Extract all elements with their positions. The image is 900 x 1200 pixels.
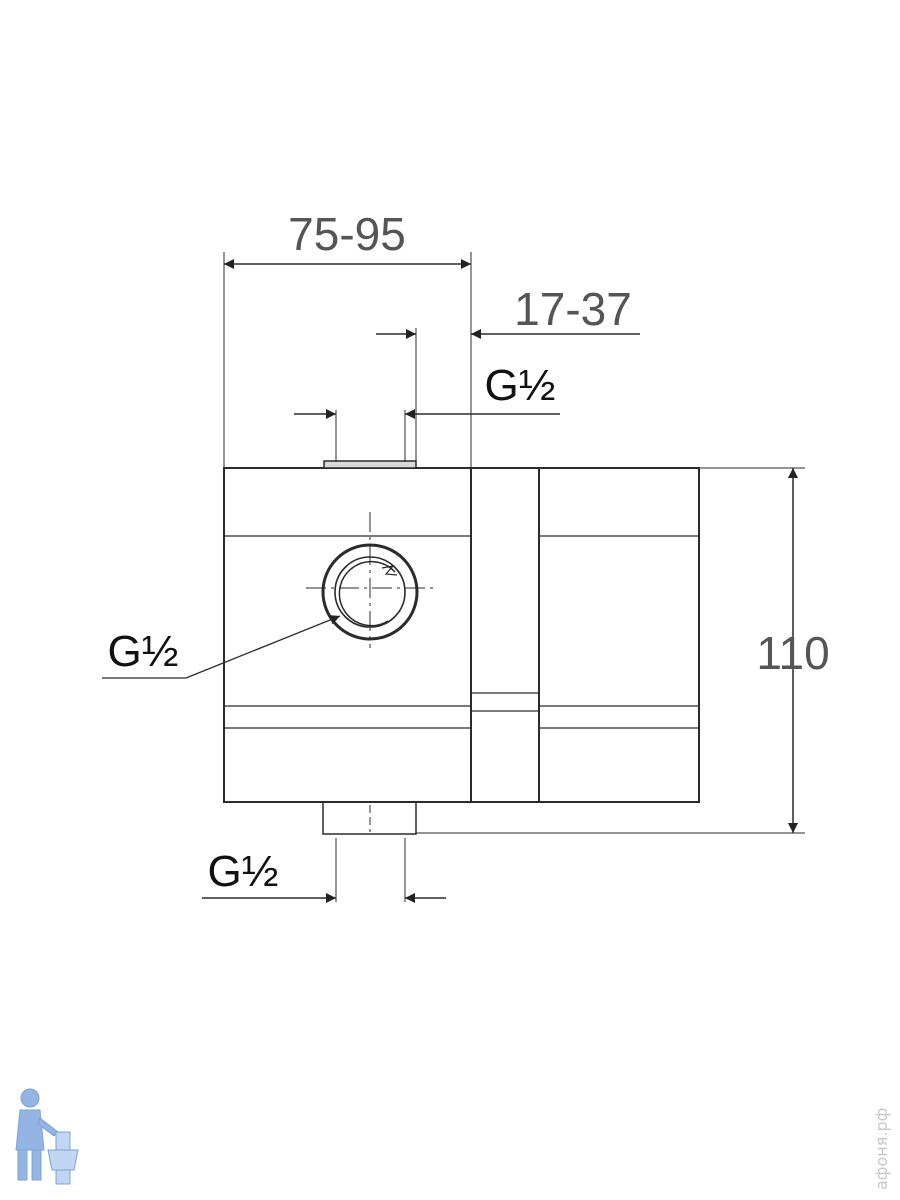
port-thread-arc <box>338 560 396 627</box>
port-outer-ring <box>321 543 419 641</box>
body-bands <box>224 535 699 729</box>
top-connection <box>323 460 417 469</box>
valve-body <box>223 467 700 803</box>
top-stub <box>323 460 417 469</box>
dimension-offset <box>376 328 640 462</box>
side-thread-label: G½ <box>108 627 179 676</box>
bottom-stub <box>322 801 417 835</box>
top-thread-label: G½ <box>485 361 556 410</box>
port-middle-ring <box>334 556 406 628</box>
top-thread-callout <box>294 409 560 462</box>
side-port <box>306 512 434 648</box>
body-outline <box>223 467 700 803</box>
bottom-connection <box>322 801 417 835</box>
bottom-thread-label: G½ <box>208 847 279 896</box>
bottom-thread-callout <box>202 838 446 903</box>
plumber-mascot-icon <box>15 1088 79 1185</box>
dimension-width <box>223 252 472 468</box>
dimension-height <box>416 467 805 834</box>
watermark-text: афоня.рф <box>872 1108 891 1190</box>
dimension-width-label: 75-95 <box>288 208 406 260</box>
dimension-height-label: 110 <box>756 627 829 679</box>
side-thread-callout <box>102 615 341 679</box>
dimension-offset-label: 17-37 <box>514 283 632 335</box>
